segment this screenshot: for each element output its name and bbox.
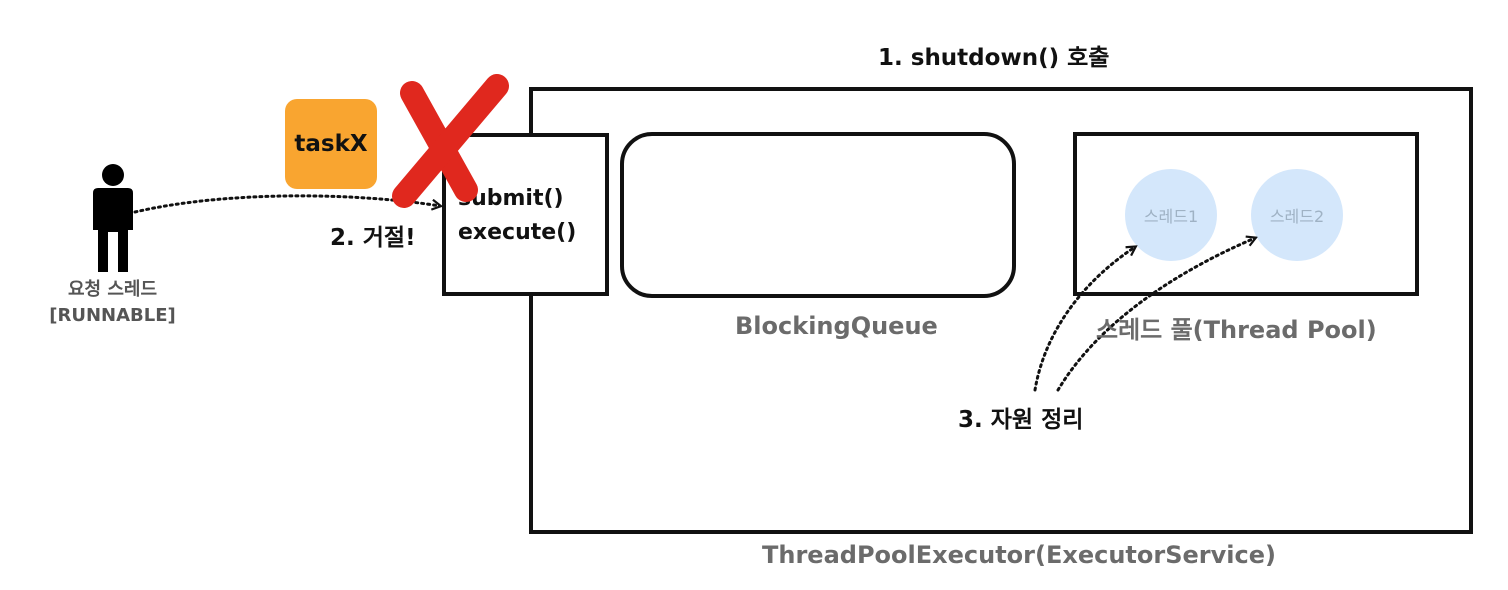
task-x: taskX (285, 99, 377, 189)
thread-1: 스레드1 (1125, 169, 1217, 261)
thread-2: 스레드2 (1251, 169, 1343, 261)
step2-reject: 2. 거절! (330, 225, 416, 251)
task-x-label: taskX (294, 131, 368, 157)
step1-shutdown-call: 1. shutdown() 호출 (878, 45, 1110, 71)
thread-1-label: 스레드1 (1143, 207, 1199, 226)
executor-label: ThreadPoolExecutor(ExecutorService) (762, 541, 1276, 569)
thread-2-label: 스레드2 (1269, 207, 1325, 226)
person-icon (93, 164, 133, 272)
requester-label: 요청 스레드 [RUNNABLE] (40, 277, 185, 329)
requester-name: 요청 스레드 (67, 279, 158, 300)
blocking-queue-label: BlockingQueue (735, 312, 938, 340)
cleanup-arrow-2 (1056, 238, 1255, 392)
execute-label: execute() (458, 220, 577, 245)
step3-resource-cleanup: 3. 자원 정리 (958, 407, 1084, 433)
cleanup-arrow-1 (1033, 247, 1135, 392)
blocking-queue-box (620, 132, 1016, 298)
api-box (442, 133, 609, 296)
requester-state: [RUNNABLE] (49, 305, 176, 326)
red-x-icon (392, 74, 509, 208)
thread-pool-label: 스레드 풀(Thread Pool) (1096, 316, 1377, 344)
